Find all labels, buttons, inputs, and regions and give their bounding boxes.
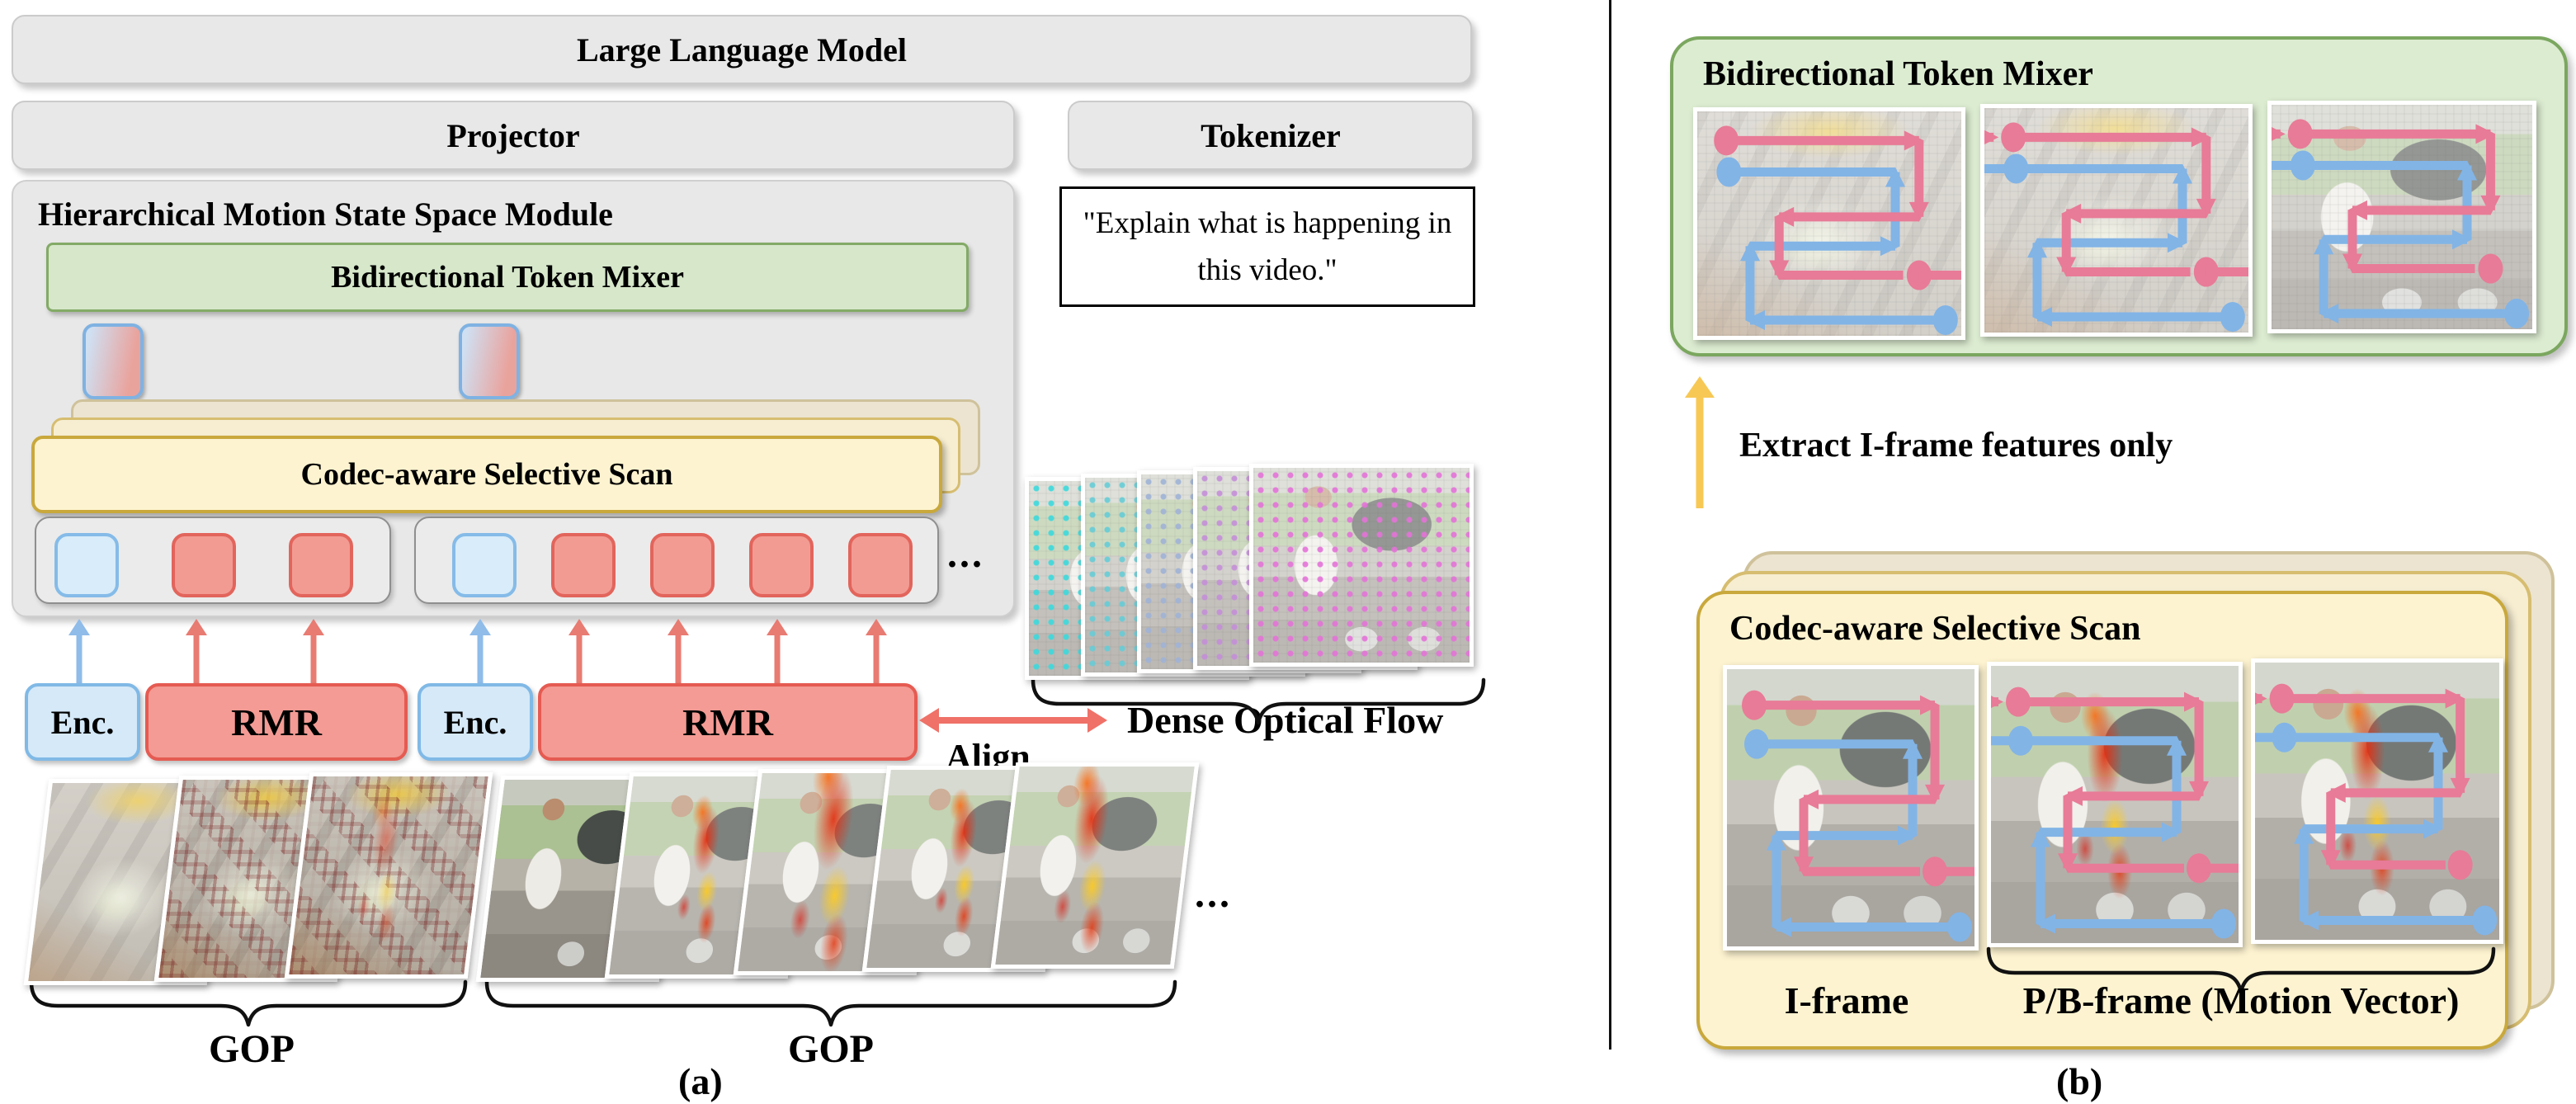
- pframe-token: [289, 533, 353, 597]
- bidirectional-token-mixer-bar: Bidirectional Token Mixer: [46, 243, 969, 312]
- caption-b: (b): [2056, 1060, 2103, 1102]
- scan-panel-title: Codec-aware Selective Scan: [1729, 610, 2141, 648]
- up-arrow-red-icon: [668, 619, 689, 683]
- tokenizer-box: Tokenizer: [1068, 101, 1474, 170]
- token-ellipsis: ...: [947, 532, 984, 576]
- token-group-1: [35, 517, 391, 604]
- scan-image-pbframe-2: [2251, 658, 2503, 944]
- selective-scan-bar: Codec-aware Selective Scan: [31, 436, 942, 513]
- up-arrow-red-icon: [866, 619, 887, 683]
- pframe-token: [172, 533, 236, 597]
- pb-frame-label: P/B-frame (Motion Vector): [2022, 979, 2460, 1021]
- projector-label: Projector: [446, 116, 580, 154]
- extract-label: Extract I-frame features only: [1739, 427, 2173, 465]
- llm-label: Large Language Model: [577, 31, 907, 68]
- up-arrow-blue-icon: [469, 619, 491, 683]
- hmssm-module-box: Hierarchical Motion State Space Module B…: [12, 180, 1015, 617]
- panel-divider: [1609, 0, 1611, 1050]
- encoder-box-1: Enc.: [25, 683, 140, 761]
- llm-box: Large Language Model: [12, 15, 1472, 84]
- pb-frame-brace: [1986, 946, 2496, 994]
- scan-image-iframe: [1723, 665, 1979, 951]
- optical-flow-frame: [1249, 464, 1474, 667]
- mixer-panel-title: Bidirectional Token Mixer: [1703, 55, 2093, 93]
- iframe-token: [54, 533, 119, 597]
- encoder-label: Enc.: [443, 703, 507, 741]
- mixer-image-3: [2267, 101, 2536, 333]
- encoder-label: Enc.: [50, 703, 115, 741]
- up-arrow-red-icon: [767, 619, 788, 683]
- rmr-label: RMR: [682, 701, 773, 743]
- gop2-brace: [484, 979, 1177, 1027]
- align-arrow-icon: [919, 708, 1107, 733]
- gop1-brace: [29, 979, 468, 1027]
- gop2-label: GOP: [788, 1027, 874, 1071]
- pframe-token: [551, 533, 616, 597]
- scan-label: Codec-aware Selective Scan: [300, 457, 673, 492]
- rmr-box-2: RMR: [538, 683, 918, 761]
- tokenizer-label: Tokenizer: [1201, 116, 1341, 154]
- scan-image-pbframe-1: [1987, 662, 2243, 947]
- caption-a: (a): [678, 1060, 723, 1102]
- pframe-token: [848, 533, 913, 597]
- optical-flow-brace: [1031, 677, 1486, 725]
- pframe-token: [749, 533, 814, 597]
- mixer-label: Bidirectional Token Mixer: [331, 260, 684, 295]
- iframe-token: [452, 533, 517, 597]
- up-arrow-blue-icon: [68, 619, 90, 683]
- optical-flow-label: Dense Optical Flow: [1127, 699, 1444, 741]
- gop2-frame: [990, 762, 1200, 969]
- extract-arrow-icon: [1685, 376, 1715, 508]
- projector-box: Projector: [12, 101, 1015, 170]
- mixer-image-1: [1693, 107, 1965, 340]
- up-arrow-red-icon: [186, 619, 207, 683]
- pframe-token: [650, 533, 715, 597]
- hmssm-title: Hierarchical Motion State Space Module: [38, 196, 613, 233]
- rmr-label: RMR: [231, 701, 322, 743]
- encoder-box-2: Enc.: [418, 683, 533, 761]
- frame-ellipsis: ...: [1195, 872, 1232, 916]
- up-arrow-red-icon: [303, 619, 324, 683]
- rmr-box-1: RMR: [145, 683, 408, 761]
- gop-feature-token-1: [83, 323, 144, 399]
- token-group-2: [414, 517, 939, 604]
- gop1-label: GOP: [209, 1027, 295, 1071]
- prompt-text: "Explain what is happening in this video…: [1083, 205, 1452, 287]
- gop1-frame: [284, 772, 493, 979]
- mixer-image-2: [1980, 104, 2253, 337]
- up-arrow-red-icon: [569, 619, 590, 683]
- iframe-label: I-frame: [1784, 979, 1909, 1021]
- gop-feature-token-2: [459, 323, 520, 399]
- prompt-box: "Explain what is happening in this video…: [1059, 186, 1475, 307]
